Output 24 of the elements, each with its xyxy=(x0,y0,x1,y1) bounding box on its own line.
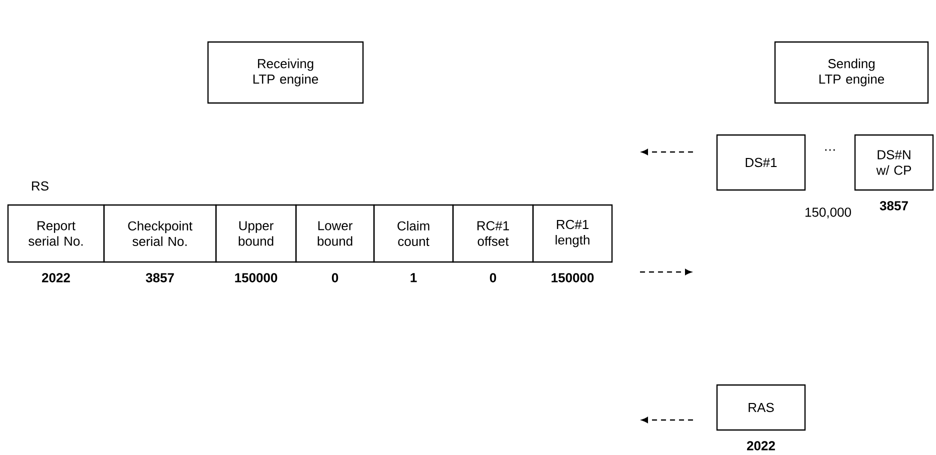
value-text: 150000 xyxy=(235,273,278,282)
engine-box: Receiving LTP engine xyxy=(207,41,364,104)
segment-box: DS#N w/ CP xyxy=(854,134,934,191)
value-text: 2022 xyxy=(747,441,775,450)
value-text: 3857 xyxy=(146,273,174,282)
segment-box: RAS xyxy=(716,384,806,431)
ellipsis: … xyxy=(825,149,835,151)
value-text: 2022 xyxy=(42,273,70,282)
table-cell: Claim count xyxy=(373,204,454,263)
table-cell: RC#1 offset xyxy=(452,204,534,263)
segment-box: DS#1 xyxy=(716,134,806,191)
engine-box: Sending LTP engine xyxy=(774,41,929,104)
table-label: RS xyxy=(32,181,48,191)
value-text: 150000 xyxy=(552,273,594,282)
table-cell: Upper bound xyxy=(215,204,297,263)
value-text: 150,000 xyxy=(806,208,851,218)
value-text: 0 xyxy=(332,273,338,282)
table-cell: Report serial No. xyxy=(7,204,105,263)
value-text: 3857 xyxy=(880,201,908,210)
table-cell: Checkpoint serial No. xyxy=(103,204,217,263)
table-cell: Lower bound xyxy=(295,204,375,263)
value-text: 0 xyxy=(490,273,496,282)
table-cell: RC#1 length xyxy=(532,204,613,263)
value-text: 1 xyxy=(410,273,417,282)
